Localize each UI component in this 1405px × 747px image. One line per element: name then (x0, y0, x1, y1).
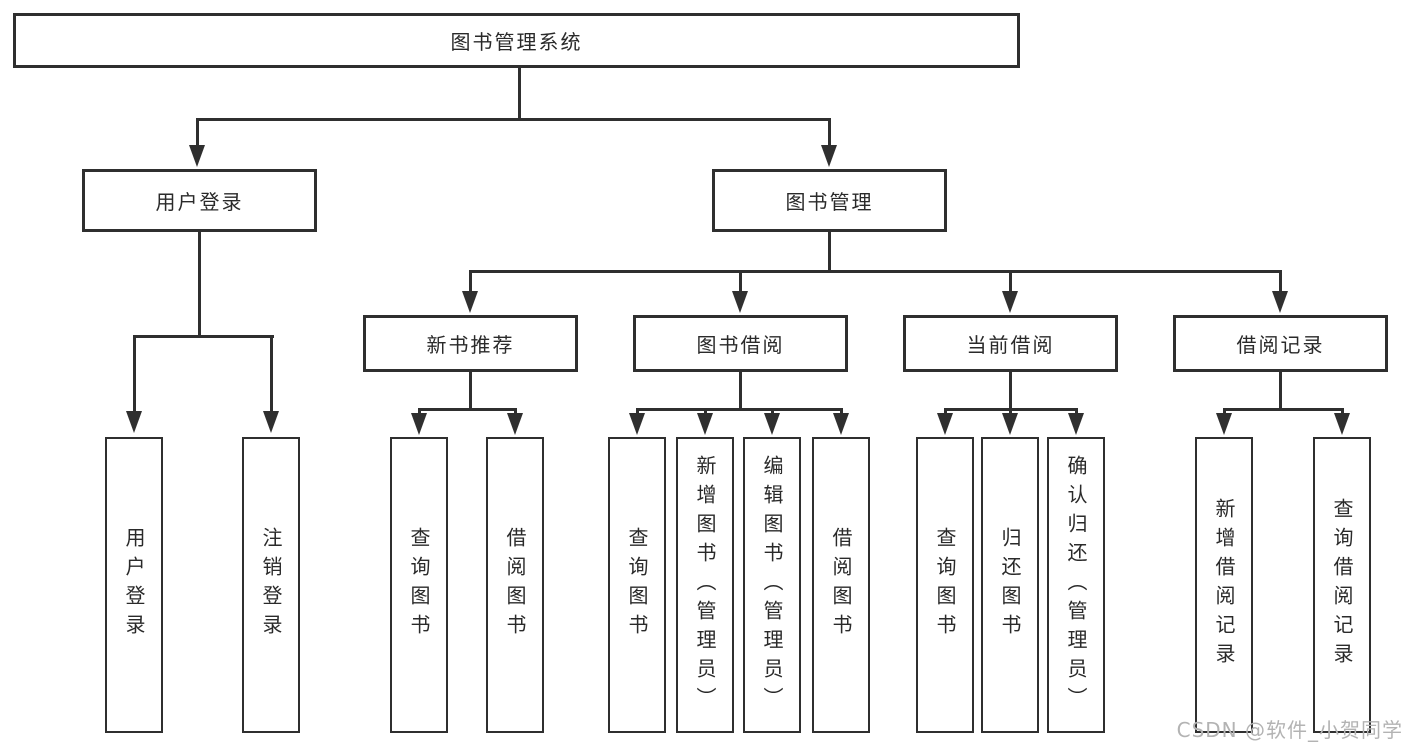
node-new-book-recommend: 新书推荐 (363, 315, 578, 372)
leaf-nb-borrow-books: 借阅图书 (486, 437, 544, 733)
arrow-down-icon (1068, 413, 1084, 435)
leaf-bb-borrow-books-label: 借阅图书 (829, 527, 853, 643)
csdn-watermark: CSDN @软件_小贺同学 (1176, 718, 1403, 742)
connector-bb-3 (771, 408, 774, 415)
connector-to-current-borrow (1009, 270, 1012, 294)
connector-cb-2 (1009, 408, 1012, 415)
arrow-down-icon (507, 413, 523, 435)
arrow-down-icon (1002, 291, 1018, 313)
connector-user-login-stem (198, 232, 201, 335)
connector-nb-split (419, 408, 517, 411)
arrow-down-icon (833, 413, 849, 435)
leaf-cb-query-books-label: 查询图书 (933, 527, 957, 643)
leaf-nb-query-books: 查询图书 (390, 437, 448, 733)
leaf-cb-confirm-return-admin: 确认归还（管理员） (1047, 437, 1105, 733)
leaf-bb-add-books-admin-label: 新增图书（管理员） (693, 454, 717, 716)
node-new-book-recommend-label: 新书推荐 (426, 333, 515, 357)
node-book-management: 图书管理 (712, 169, 947, 232)
node-borrow-records-label: 借阅记录 (1236, 333, 1325, 357)
arrow-down-icon (189, 145, 205, 167)
connector-nb-stem (469, 372, 472, 408)
leaf-br-query-borrow-record: 查询借阅记录 (1313, 437, 1371, 733)
leaf-br-query-borrow-record-label: 查询借阅记录 (1330, 498, 1354, 672)
leaf-bb-query-books-label: 查询图书 (625, 527, 649, 643)
leaf-nb-query-books-label: 查询图书 (407, 527, 431, 643)
arrow-down-icon (411, 413, 427, 435)
connector-bb-4 (840, 408, 843, 415)
leaf-user-login-label: 用户登录 (122, 527, 146, 643)
connector-to-leaf-logout (270, 335, 273, 413)
connector-cb-3 (1075, 408, 1078, 415)
leaf-user-login: 用户登录 (105, 437, 163, 733)
node-library-system-label: 图书管理系统 (450, 30, 583, 54)
leaf-br-add-borrow-record: 新增借阅记录 (1195, 437, 1253, 733)
connector-nb-2 (514, 408, 517, 415)
arrow-down-icon (821, 145, 837, 167)
node-book-borrow-label: 图书借阅 (696, 333, 785, 357)
arrow-down-icon (462, 291, 478, 313)
arrow-down-icon (1216, 413, 1232, 435)
leaf-bb-add-books-admin: 新增图书（管理员） (676, 437, 734, 733)
arrow-down-icon (1002, 413, 1018, 435)
connector-book-manage-stem (828, 232, 831, 270)
node-current-borrow: 当前借阅 (903, 315, 1118, 372)
connector-br-1 (1223, 408, 1226, 415)
connector-to-book-borrow (739, 270, 742, 294)
connector-to-leaf-user-login (133, 335, 136, 413)
connector-cb-stem (1009, 372, 1012, 408)
connector-user-login-split (134, 335, 274, 338)
leaf-br-add-borrow-record-label: 新增借阅记录 (1212, 498, 1236, 672)
connector-to-borrow-records (1279, 270, 1282, 294)
connector-br-2 (1341, 408, 1344, 415)
leaf-logout: 注销登录 (242, 437, 300, 733)
arrow-down-icon (629, 413, 645, 435)
leaf-bb-query-books: 查询图书 (608, 437, 666, 733)
connector-bb-split (637, 408, 843, 411)
arrow-down-icon (1334, 413, 1350, 435)
connector-root-stem (518, 68, 521, 118)
connector-bb-2 (704, 408, 707, 415)
leaf-cb-confirm-return-admin-label: 确认归还（管理员） (1064, 454, 1088, 716)
connector-root-split (197, 118, 831, 121)
node-library-system: 图书管理系统 (13, 13, 1020, 68)
arrow-down-icon (764, 413, 780, 435)
node-user-login: 用户登录 (82, 169, 317, 232)
leaf-bb-edit-books-admin: 编辑图书（管理员） (743, 437, 801, 733)
arrow-down-icon (697, 413, 713, 435)
leaf-logout-label: 注销登录 (259, 527, 283, 643)
leaf-cb-return-books-label: 归还图书 (998, 527, 1022, 643)
connector-book-manage-split (470, 270, 1282, 273)
leaf-cb-query-books: 查询图书 (916, 437, 974, 733)
connector-br-split (1224, 408, 1344, 411)
arrow-down-icon (263, 411, 279, 433)
connector-nb-1 (418, 408, 421, 415)
arrow-down-icon (732, 291, 748, 313)
leaf-bb-borrow-books: 借阅图书 (812, 437, 870, 733)
connector-to-new-book (469, 270, 472, 294)
leaf-bb-edit-books-admin-label: 编辑图书（管理员） (760, 454, 784, 716)
connector-bb-stem (739, 372, 742, 408)
arrow-down-icon (937, 413, 953, 435)
node-borrow-records: 借阅记录 (1173, 315, 1388, 372)
node-user-login-label: 用户登录 (155, 190, 244, 214)
leaf-cb-return-books: 归还图书 (981, 437, 1039, 733)
connector-to-book-manage (828, 118, 831, 148)
arrow-down-icon (126, 411, 142, 433)
arrow-down-icon (1272, 291, 1288, 313)
connector-br-stem (1279, 372, 1282, 408)
node-current-borrow-label: 当前借阅 (966, 333, 1055, 357)
leaf-nb-borrow-books-label: 借阅图书 (503, 527, 527, 643)
node-book-borrow: 图书借阅 (633, 315, 848, 372)
node-book-management-label: 图书管理 (785, 190, 874, 214)
connector-bb-1 (636, 408, 639, 415)
connector-cb-1 (944, 408, 947, 415)
connector-to-user-login (196, 118, 199, 148)
